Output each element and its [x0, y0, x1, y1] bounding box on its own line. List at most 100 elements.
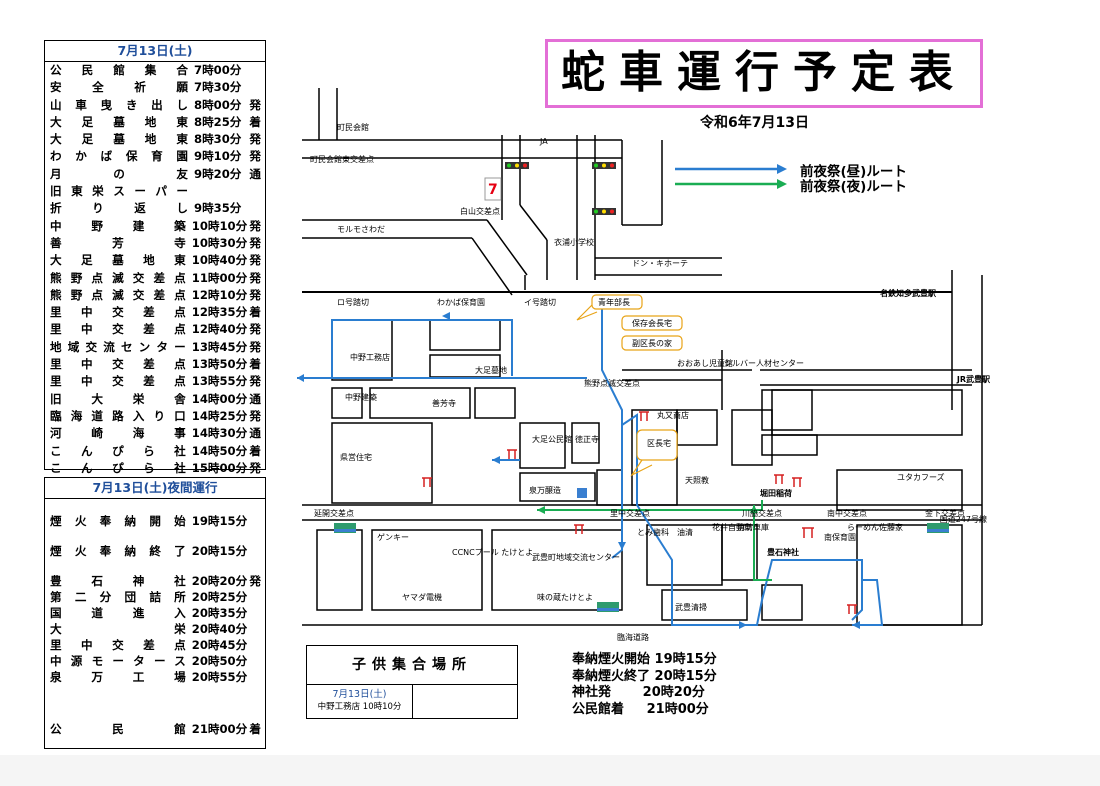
schedule-row-place: 国道進入 [50, 606, 186, 620]
label-ja: JA [539, 137, 548, 146]
schedule-row-status [247, 543, 261, 559]
label-oashi-cemetery: 大足墓地 [475, 365, 507, 375]
schedule-row-time: 14時30分 [191, 426, 248, 441]
label-ooashi-jidokan: おおあし児童館 [677, 358, 733, 368]
legend-day-label: 前夜祭(昼)ルート [800, 164, 907, 180]
schedule-row-place: 大足墓地東 [50, 114, 188, 129]
label-ccnc: CCNCプール たけとよ [452, 548, 533, 557]
schedule-row: 公民館集合 7時00分 [45, 62, 265, 79]
schedule-row-status: 発 [249, 218, 261, 233]
schedule-row-place: 善芳寺 [50, 235, 186, 250]
schedule-row-place: 大足墓地東 [50, 253, 186, 268]
schedule-row-time: 20時25分 [191, 590, 248, 604]
label-kawasaki: 川脇交差点 [742, 508, 782, 518]
schedule-row-place: 公民館 [50, 722, 186, 736]
label-silver: シルバー人材センター [724, 358, 804, 368]
schedule-row-time [188, 183, 247, 200]
label-town-hall: 町民会館 [337, 122, 369, 132]
schedule-row-status: 着 [249, 722, 261, 736]
route-map: 7 [297, 88, 991, 642]
schedule-row-time: 14時00分 [191, 391, 248, 406]
label-minami-hoikuen: 南保育園 [824, 532, 856, 542]
schedule-row-place: 豊石神社 [50, 574, 186, 588]
schedule-row-status: 着 [249, 305, 261, 320]
schedule-row-status: 発 [249, 339, 261, 354]
label-i-crossing: イ号踏切 [524, 297, 556, 307]
schedule-row-status: 発 [249, 235, 261, 250]
schedule-row-status: 発 [249, 460, 261, 475]
schedule-row-place: 公民館集合 [50, 63, 188, 77]
schedule-row-status: 着 [249, 114, 261, 129]
schedule-row-time: 9時35分 [194, 201, 242, 216]
schedule-row-status: 発 [249, 574, 261, 588]
schedule-row-time: 19時15分 [191, 514, 248, 528]
children-gathering-place: 中野工務店 10時10分 [317, 702, 402, 712]
label-chiiki: 武豊町地域交流センター [532, 552, 620, 562]
schedule-row-place: 安全祈願 [50, 80, 188, 95]
schedule-row: 公民館 21時00分着 [45, 721, 265, 737]
label-nakano: 中野工務店 [350, 352, 390, 362]
schedule-row-place: こんぴら社 [50, 443, 186, 458]
label-community-center-intersection: 町民会館東交差点 [310, 154, 374, 164]
schedule-row-time: 10時10分 [191, 218, 248, 233]
children-gathering-cell: 7月13日(土) 中野工務店 10時10分 [307, 684, 413, 718]
label-meitetsu: 名鉄知多武豊駅 [880, 288, 937, 298]
label-horita: 堀田稲荷 [760, 488, 792, 498]
schedule-row-place: 旧大栄舎 [50, 391, 186, 406]
schedule-row-status: 通 [249, 166, 261, 181]
schedule-row-status [247, 62, 261, 79]
schedule-row-place: 臨海道路入り口 [50, 408, 186, 423]
schedule-row-time: 13時50分 [191, 357, 248, 372]
label-izumiman: 泉万醸造 [529, 485, 561, 495]
schedule-row-time: 12時35分 [191, 305, 248, 320]
label-kucho: 区長宅 [647, 438, 671, 448]
label-yamada: ヤマダ電機 [402, 592, 442, 602]
schedule-row-place: 煙火奉納終了 [50, 544, 186, 558]
road-lines [302, 88, 983, 626]
label-engan: 延開交差点 [314, 508, 354, 518]
store-marker-icons [334, 488, 949, 612]
schedule-row-status: 発 [249, 253, 261, 268]
schedule-row-time: 10時40分 [191, 253, 248, 268]
schedule-row-status [247, 513, 261, 529]
summary-line: 神社発 20時20分 [572, 685, 705, 700]
schedule-row-time: 21時00分 [191, 722, 248, 736]
label-rinkai: 臨海道路 [617, 632, 649, 642]
label-kumano-intersection: 熊野点滅交差点 [584, 378, 640, 388]
schedule-row-place: わかば保育園 [50, 149, 188, 164]
label-tomi: とみ歯科 [637, 527, 669, 537]
label-tokumasa: 徳正寺 [575, 434, 599, 444]
schedule-row-time: 9時20分 [194, 166, 242, 181]
label-jr: JR武豊駅 [956, 374, 991, 384]
night-route [537, 500, 772, 581]
schedule-row-place: こんぴら社 [50, 460, 186, 475]
schedule-row-time: 7時00分 [194, 63, 242, 77]
schedule-row-time: 20時20分 [191, 574, 248, 588]
label-toyoishi: 豊石神社 [767, 547, 799, 557]
label-elementary: 衣浦小学校 [554, 237, 594, 247]
traffic-light-icons [505, 162, 616, 215]
label-genki: ゲンキー [377, 532, 409, 542]
schedule-row-time: 11時00分 [191, 270, 248, 285]
label-kaden: 花井自動車 [712, 522, 752, 532]
schedule-row: 豊石神社 20時20分発 [45, 573, 265, 589]
schedule-row-place: 泉万工場 [50, 670, 186, 684]
schedule-row-status [247, 79, 261, 96]
schedule-row-time: 8時30分 [194, 132, 242, 147]
